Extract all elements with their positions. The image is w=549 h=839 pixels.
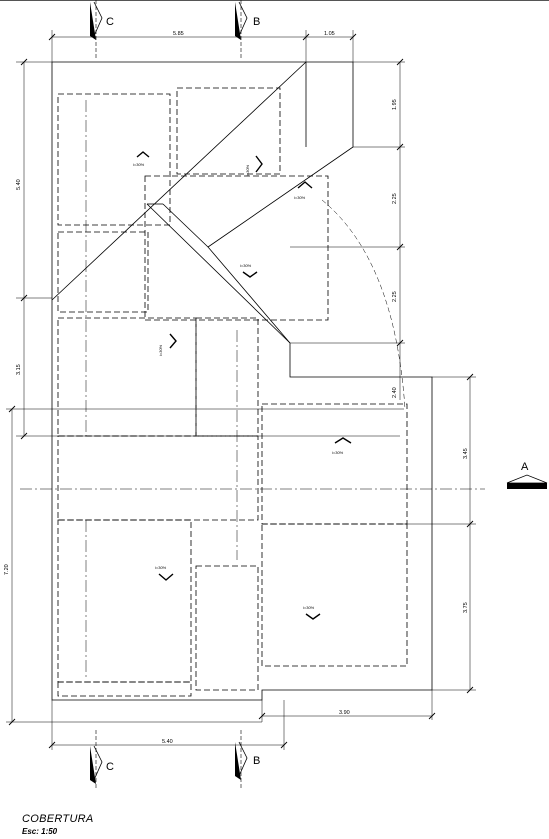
room-outline [57, 93, 171, 226]
room-outline [176, 87, 281, 175]
slope-arrow-icon [242, 271, 258, 278]
slope-label: i=30% [294, 195, 306, 200]
slope-arrow-icon [334, 437, 352, 444]
dim-right-1: 1.95 [392, 99, 398, 110]
room-outline [57, 231, 149, 313]
slope-label: i=30% [303, 605, 315, 610]
room-outline [57, 317, 197, 437]
section-label-b: B [253, 755, 260, 767]
section-marker-b-top: B [235, 0, 260, 60]
slope-label: i=30% [332, 450, 344, 455]
room-outline [57, 681, 192, 697]
slope-arrow-icon [305, 613, 321, 620]
sheet-border [0, 0, 549, 1]
drawing-title: COBERTURA [22, 813, 94, 825]
dim-top-right: 1.05 [324, 31, 335, 37]
dim-right-2: 2.25 [392, 193, 398, 204]
dim-right-4: 2.40 [392, 387, 398, 398]
slope-label: i=30% [133, 162, 145, 167]
slope-arrow-icon [255, 155, 263, 173]
section-marker-a: A [506, 461, 548, 489]
dim-top-left: 5.85 [173, 31, 184, 37]
section-label-b: B [253, 16, 260, 28]
section-marker-c-top: C [90, 0, 114, 60]
slope-arrow-icon [158, 573, 174, 581]
dim-left-upper: 5.40 [16, 179, 22, 190]
dim-right-6: 3.75 [463, 602, 469, 613]
hip-line [162, 203, 209, 248]
drawing-scale: Esc: 1:50 [22, 827, 58, 836]
dim-left-total: 7.20 [4, 564, 10, 575]
slope-label: i=30% [240, 263, 252, 268]
slope-arrow-icon [136, 151, 150, 158]
hip-line [51, 61, 307, 301]
room-outline [144, 175, 329, 321]
room-outline [57, 519, 192, 683]
section-marker-b-bottom: B [235, 730, 260, 790]
dim-right-5: 3.45 [463, 448, 469, 459]
dim-bottom-right: 3.90 [339, 710, 350, 716]
slope-arrow-icon [169, 333, 177, 349]
room-outline [261, 403, 408, 525]
section-label-c: C [106, 16, 114, 28]
section-marker-c-bottom: C [90, 730, 114, 790]
dim-bottom-left: 5.40 [162, 739, 173, 745]
roof-outline [51, 61, 433, 701]
room-outline [261, 523, 408, 667]
section-label-c: C [106, 761, 114, 773]
dim-right-3: 2.25 [392, 291, 398, 302]
room-outline [195, 565, 259, 691]
section-label-a: A [521, 461, 529, 473]
slope-label: i=30% [158, 344, 163, 356]
slope-label: i=30% [155, 565, 167, 570]
room-outline [57, 435, 259, 521]
arc-line [321, 199, 406, 410]
slope-label: i=30% [245, 164, 250, 176]
dim-left-lower: 3.15 [16, 364, 22, 375]
room-outline [195, 317, 259, 437]
slope-arrow-icon [297, 181, 313, 189]
